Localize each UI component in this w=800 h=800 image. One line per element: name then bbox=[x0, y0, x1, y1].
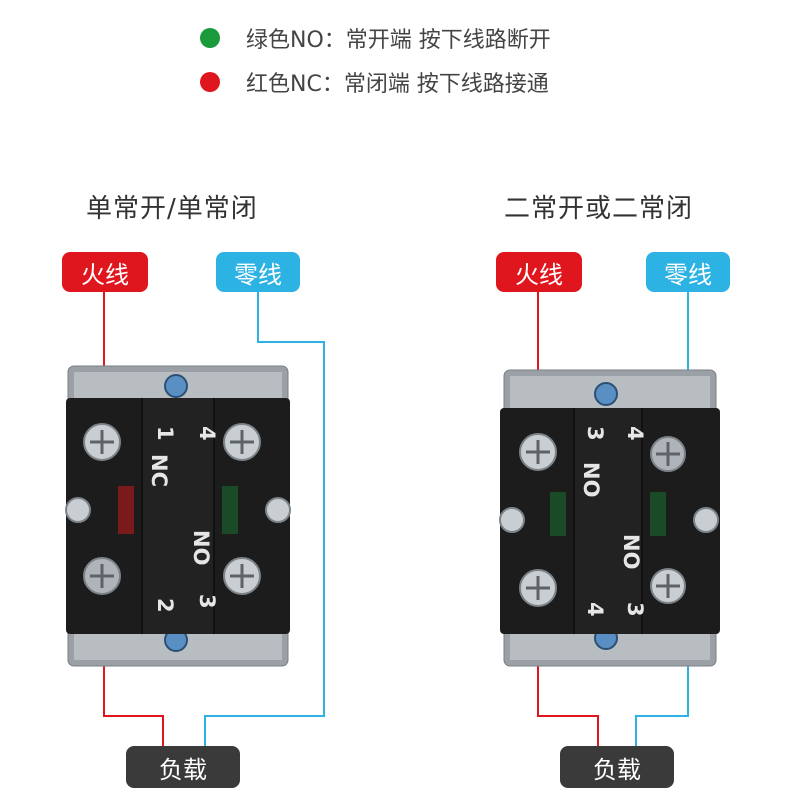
screw-icon bbox=[65, 423, 291, 595]
legend-label-no: 绿色NO：常开端 按下线路断开 bbox=[246, 28, 551, 53]
contact-mark: NO bbox=[619, 534, 643, 569]
diagram-1-title: 单常开/单常闭 bbox=[86, 194, 258, 224]
contact-mark: 4 bbox=[623, 426, 647, 441]
contact-mark: NO bbox=[579, 462, 603, 497]
legend-label-nc: 红色NC：常闭端 按下线路接通 bbox=[246, 72, 549, 97]
legend-item-nc: 红色NC：常闭端 按下线路接通 bbox=[200, 66, 549, 98]
contact-mark: 2 bbox=[153, 598, 177, 613]
contact-mark: NC bbox=[147, 454, 171, 487]
screw-icon bbox=[499, 433, 719, 607]
contact-mark: 3 bbox=[195, 594, 219, 609]
legend-item-no: 绿色NO：常开端 按下线路断开 bbox=[200, 22, 551, 54]
contact-mark: 4 bbox=[583, 602, 607, 617]
contact-mark: 4 bbox=[195, 426, 219, 441]
red-dot-icon bbox=[200, 72, 220, 92]
diagram-1-neutral-label: 零线 bbox=[216, 252, 300, 292]
diagram-1-switch: 1 NC 2 4 NO 3 bbox=[65, 365, 291, 667]
diagram-2-neutral-label: 零线 bbox=[646, 252, 730, 292]
diagram-2-live-label: 火线 bbox=[496, 252, 582, 292]
diagram-1-neutral-wire bbox=[204, 292, 325, 748]
contact-mark: 3 bbox=[583, 426, 607, 441]
diagram-1-live-label: 火线 bbox=[62, 252, 148, 292]
diagram-2-load-label: 负载 bbox=[560, 746, 674, 788]
diagram-2-switch: 3 NO 4 4 NO 3 bbox=[499, 369, 720, 667]
diagram-1-load-label: 负载 bbox=[126, 746, 240, 788]
green-dot-icon bbox=[200, 28, 220, 48]
contact-mark: NO bbox=[189, 530, 213, 565]
contact-mark: 1 bbox=[153, 426, 177, 441]
contact-mark: 3 bbox=[623, 602, 647, 617]
diagram-2-title: 二常开或二常闭 bbox=[504, 194, 694, 224]
